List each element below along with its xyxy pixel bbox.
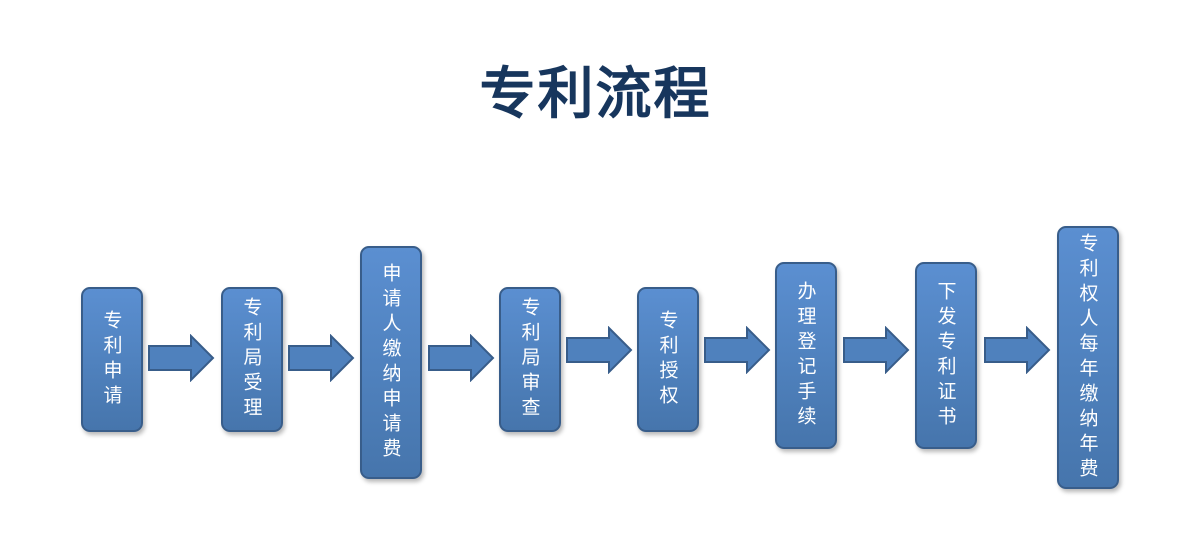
step-box-8: 专利权人每年缴纳年费 bbox=[1057, 226, 1119, 489]
step-box-7: 下发专利证书 bbox=[915, 262, 977, 449]
step-box-3: 申请人缴纳申请费 bbox=[360, 246, 422, 479]
step-box-4: 专利局审查 bbox=[499, 287, 561, 432]
step-box-5: 专利授权 bbox=[637, 287, 699, 432]
page-title: 专利流程 bbox=[479, 61, 712, 127]
right-arrow-icon bbox=[287, 334, 355, 382]
step-label-2: 专利局受理 bbox=[240, 297, 263, 422]
step-label-3: 申请人缴纳申请费 bbox=[379, 262, 402, 463]
step-box-2: 专利局受理 bbox=[221, 287, 283, 432]
step-label-5: 专利授权 bbox=[656, 309, 679, 410]
step-label-7: 下发专利证书 bbox=[934, 280, 957, 431]
right-arrow-icon bbox=[703, 326, 771, 374]
step-label-8: 专利权人每年缴纳年费 bbox=[1076, 232, 1099, 483]
step-label-1: 专利申请 bbox=[100, 309, 123, 410]
step-box-1: 专利申请 bbox=[81, 287, 143, 432]
step-label-6: 办理登记手续 bbox=[794, 280, 817, 431]
right-arrow-icon bbox=[983, 326, 1051, 374]
right-arrow-icon bbox=[427, 334, 495, 382]
right-arrow-icon bbox=[565, 326, 633, 374]
right-arrow-icon bbox=[842, 326, 910, 374]
right-arrow-icon bbox=[147, 334, 215, 382]
step-box-6: 办理登记手续 bbox=[775, 262, 837, 449]
step-label-4: 专利局审查 bbox=[518, 297, 541, 422]
